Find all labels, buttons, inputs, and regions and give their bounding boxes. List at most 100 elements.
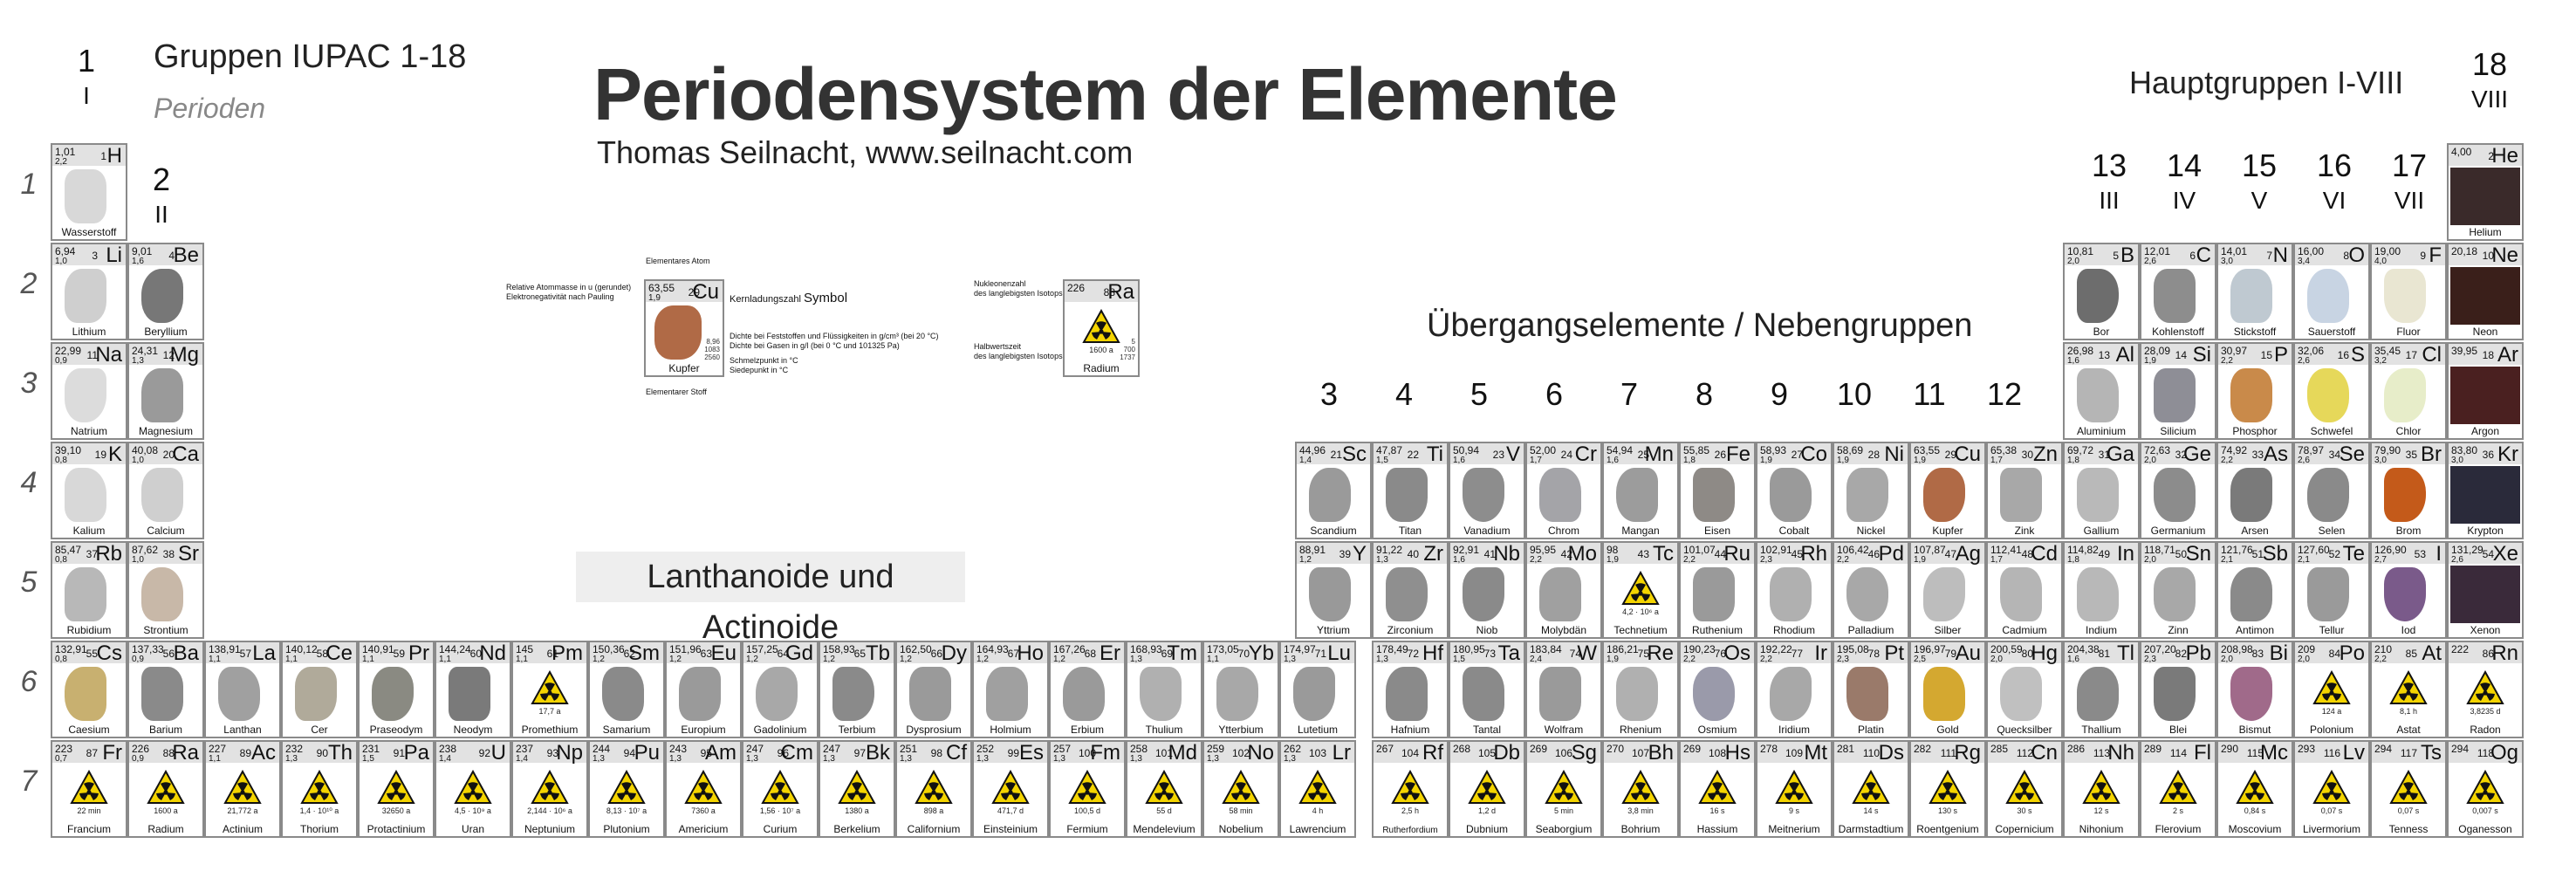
element-cell-fm[interactable]: 2571,3100Fm100,5 dFermium bbox=[1049, 740, 1126, 838]
element-cell-rn[interactable]: 22286Rn3,8235 dRadon bbox=[2447, 641, 2524, 738]
element-cell-co[interactable]: 58,931,927CoCobalt bbox=[1756, 442, 1833, 539]
element-cell-sg[interactable]: 269106Sg5 minSeaborgium bbox=[1525, 740, 1602, 838]
element-cell-at[interactable]: 2102,285At8,1 hAstat bbox=[2370, 641, 2447, 738]
element-cell-rb[interactable]: 85,470,837RbRubidium bbox=[51, 541, 127, 639]
element-cell-k[interactable]: 39,100,819KKalium bbox=[51, 442, 127, 539]
element-cell-sr[interactable]: 87,621,038SrStrontium bbox=[127, 541, 204, 639]
element-cell-n[interactable]: 14,013,07NStickstoff bbox=[2216, 243, 2293, 340]
element-cell-ra[interactable]: 2260,988Ra1600 aRadium bbox=[127, 740, 204, 838]
element-cell-re[interactable]: 186,211,975ReRhenium bbox=[1602, 641, 1679, 738]
element-cell-gd[interactable]: 157,251,264GdGadolinium bbox=[742, 641, 819, 738]
element-cell-sm[interactable]: 150,361,262SmSamarium bbox=[588, 641, 665, 738]
element-cell-ce[interactable]: 140,121,158CeCer bbox=[281, 641, 358, 738]
element-cell-lu[interactable]: 174,971,371LuLutetium bbox=[1279, 641, 1356, 738]
element-cell-mg[interactable]: 24,311,312MgMagnesium bbox=[127, 342, 204, 440]
element-cell-ta[interactable]: 180,951,573TaTantal bbox=[1449, 641, 1525, 738]
element-cell-w[interactable]: 183,842,474WWolfram bbox=[1525, 641, 1602, 738]
element-cell-er[interactable]: 167,261,268ErErbium bbox=[1049, 641, 1126, 738]
element-cell-sc[interactable]: 44,961,421ScScandium bbox=[1295, 442, 1372, 539]
element-cell-hg[interactable]: 200,592,080HgQuecksilber bbox=[1986, 641, 2063, 738]
element-cell-cl[interactable]: 35,453,217ClChlor bbox=[2370, 342, 2447, 440]
element-cell-tb[interactable]: 158,931,265TbTerbium bbox=[819, 641, 895, 738]
element-cell-cf[interactable]: 2511,398Cf898 aCalifornium bbox=[895, 740, 972, 838]
element-cell-la[interactable]: 138,911,157LaLanthan bbox=[204, 641, 281, 738]
element-cell-li[interactable]: 6,941,03LiLithium bbox=[51, 243, 127, 340]
element-cell-tl[interactable]: 204,381,681TlThallium bbox=[2063, 641, 2140, 738]
element-cell-fr[interactable]: 2230,787Fr22 minFrancium bbox=[51, 740, 127, 838]
element-cell-in[interactable]: 114,821,849InIndium bbox=[2063, 541, 2140, 639]
element-cell-rg[interactable]: 282111Rg130 sRoentgenium bbox=[1909, 740, 1986, 838]
element-cell-og[interactable]: 294118Og0,007 sOganesson bbox=[2447, 740, 2524, 838]
element-cell-pm[interactable]: 1451,161Pm17,7 aPromethium bbox=[511, 641, 588, 738]
element-cell-ca[interactable]: 40,081,020CaCalcium bbox=[127, 442, 204, 539]
element-cell-mn[interactable]: 54,941,625MnMangan bbox=[1602, 442, 1679, 539]
element-cell-zr[interactable]: 91,221,340ZrZirconium bbox=[1372, 541, 1449, 639]
element-cell-te[interactable]: 127,602,152TeTellur bbox=[2293, 541, 2370, 639]
element-cell-ru[interactable]: 101,072,244RuRuthenium bbox=[1679, 541, 1756, 639]
element-cell-ds[interactable]: 281110Ds14 sDarmstadtium bbox=[1833, 740, 1909, 838]
element-cell-pr[interactable]: 140,911,159PrPraseodym bbox=[358, 641, 435, 738]
element-cell-db[interactable]: 268105Db1,2 dDubnium bbox=[1449, 740, 1525, 838]
element-cell-rh[interactable]: 102,912,345RhRhodium bbox=[1756, 541, 1833, 639]
element-cell-am[interactable]: 2431,395Am7360 aAmericium bbox=[665, 740, 742, 838]
element-cell-nb[interactable]: 92,911,641NbNiob bbox=[1449, 541, 1525, 639]
element-cell-es[interactable]: 2521,399Es471,7 dEinsteinium bbox=[972, 740, 1049, 838]
element-cell-b[interactable]: 10,812,05BBor bbox=[2063, 243, 2140, 340]
element-cell-os[interactable]: 190,232,276OsOsmium bbox=[1679, 641, 1756, 738]
element-cell-s[interactable]: 32,062,616SSchwefel bbox=[2293, 342, 2370, 440]
element-cell-cn[interactable]: 285112Cn30 sCopernicium bbox=[1986, 740, 2063, 838]
element-cell-pu[interactable]: 2441,394Pu8,13 · 10⁷ aPlutonium bbox=[588, 740, 665, 838]
element-cell-tm[interactable]: 168,931,369TmThulium bbox=[1126, 641, 1202, 738]
element-cell-ge[interactable]: 72,632,032GeGermanium bbox=[2140, 442, 2216, 539]
element-cell-xe[interactable]: 131,292,654XeXenon bbox=[2447, 541, 2524, 639]
element-cell-fl[interactable]: 289114Fl2 sFlerovium bbox=[2140, 740, 2216, 838]
element-cell-pt[interactable]: 195,082,378PtPlatin bbox=[1833, 641, 1909, 738]
element-cell-cr[interactable]: 52,001,724CrChrom bbox=[1525, 442, 1602, 539]
element-cell-pb[interactable]: 207,202,382PbBlei bbox=[2140, 641, 2216, 738]
element-cell-tc[interactable]: 981,943Tc4,2 · 10⁶ aTechnetium bbox=[1602, 541, 1679, 639]
element-cell-pd[interactable]: 106,422,246PdPalladium bbox=[1833, 541, 1909, 639]
element-cell-sn[interactable]: 118,712,050SnZinn bbox=[2140, 541, 2216, 639]
element-cell-yb[interactable]: 173,051,170YbYtterbium bbox=[1202, 641, 1279, 738]
element-cell-hs[interactable]: 269108Hs16 sHassium bbox=[1679, 740, 1756, 838]
element-cell-np[interactable]: 2371,493Np2,144 · 10⁶ aNeptunium bbox=[511, 740, 588, 838]
element-cell-se[interactable]: 78,972,634SeSelen bbox=[2293, 442, 2370, 539]
element-cell-au[interactable]: 196,972,579AuGold bbox=[1909, 641, 1986, 738]
element-cell-dy[interactable]: 162,501,266DyDysprosium bbox=[895, 641, 972, 738]
element-cell-fe[interactable]: 55,851,826FeEisen bbox=[1679, 442, 1756, 539]
element-cell-lv[interactable]: 293116Lv0,07 sLivermorium bbox=[2293, 740, 2370, 838]
element-cell-br[interactable]: 79,903,035BrBrom bbox=[2370, 442, 2447, 539]
element-cell-mo[interactable]: 95,952,242MoMolybdän bbox=[1525, 541, 1602, 639]
element-cell-pa[interactable]: 2311,591Pa32650 aProtactinium bbox=[358, 740, 435, 838]
element-cell-he[interactable]: 4,002HeHelium bbox=[2447, 143, 2524, 241]
element-cell-th[interactable]: 2321,390Th1,4 · 10¹⁰ aThorium bbox=[281, 740, 358, 838]
element-cell-lr[interactable]: 2621,3103Lr4 hLawrencium bbox=[1279, 740, 1356, 838]
element-cell-sb[interactable]: 121,762,151SbAntimon bbox=[2216, 541, 2293, 639]
element-cell-al[interactable]: 26,981,613AlAluminium bbox=[2063, 342, 2140, 440]
element-cell-bi[interactable]: 208,982,083BiBismut bbox=[2216, 641, 2293, 738]
element-cell-cd[interactable]: 112,411,748CdCadmium bbox=[1986, 541, 2063, 639]
element-cell-eu[interactable]: 151,961,263EuEuropium bbox=[665, 641, 742, 738]
element-cell-ho[interactable]: 164,931,267HoHolmium bbox=[972, 641, 1049, 738]
element-cell-md[interactable]: 2581,3101Md55 dMendelevium bbox=[1126, 740, 1202, 838]
element-cell-cs[interactable]: 132,910,855CsCaesium bbox=[51, 641, 127, 738]
element-cell-be[interactable]: 9,011,64BeBeryllium bbox=[127, 243, 204, 340]
element-cell-c[interactable]: 12,012,66CKohlenstoff bbox=[2140, 243, 2216, 340]
element-cell-cu[interactable]: 63,551,929CuKupfer bbox=[1909, 442, 1986, 539]
element-cell-si[interactable]: 28,091,914SiSilicium bbox=[2140, 342, 2216, 440]
element-cell-p[interactable]: 30,972,215PPhosphor bbox=[2216, 342, 2293, 440]
element-cell-v[interactable]: 50,941,623VVanadium bbox=[1449, 442, 1525, 539]
element-cell-ga[interactable]: 69,721,831GaGallium bbox=[2063, 442, 2140, 539]
element-cell-no[interactable]: 2591,3102No58 minNobelium bbox=[1202, 740, 1279, 838]
element-cell-na[interactable]: 22,990,911NaNatrium bbox=[51, 342, 127, 440]
element-cell-mt[interactable]: 278109Mt9 sMeitnerium bbox=[1756, 740, 1833, 838]
element-cell-ac[interactable]: 2271,189Ac21,772 aActinium bbox=[204, 740, 281, 838]
element-cell-ts[interactable]: 294117Ts0,07 sTenness bbox=[2370, 740, 2447, 838]
element-cell-kr[interactable]: 83,803,036KrKrypton bbox=[2447, 442, 2524, 539]
element-cell-nd[interactable]: 144,241,160NdNeodym bbox=[435, 641, 511, 738]
element-cell-h[interactable]: 1,012,21HWasserstoff bbox=[51, 143, 127, 241]
element-cell-po[interactable]: 2092,084Po124 aPolonium bbox=[2293, 641, 2370, 738]
element-cell-o[interactable]: 16,003,48OSauerstoff bbox=[2293, 243, 2370, 340]
element-cell-ti[interactable]: 47,871,522TiTitan bbox=[1372, 442, 1449, 539]
element-cell-as[interactable]: 74,922,233AsArsen bbox=[2216, 442, 2293, 539]
